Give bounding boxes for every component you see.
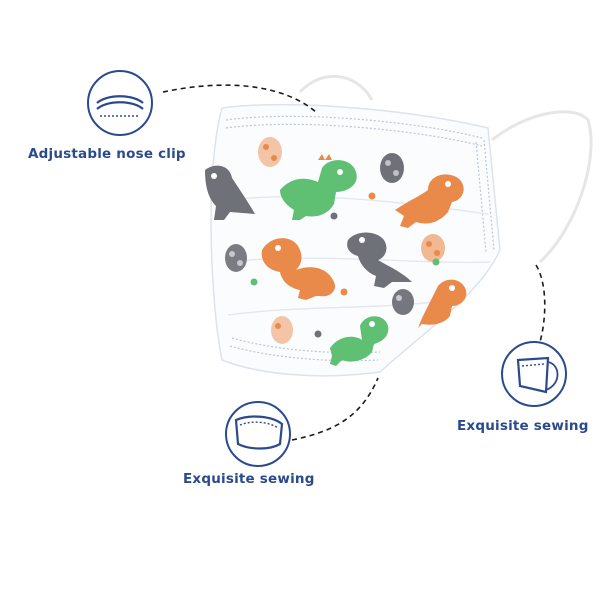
- nose-clip-label: Adjustable nose clip: [28, 146, 186, 162]
- sewing-label-right: Exquisite sewing: [457, 418, 589, 434]
- mask-outline-icon: [225, 401, 291, 467]
- green-dinosaur: [280, 154, 357, 220]
- orange-dinosaur: [261, 238, 336, 300]
- ear-loops: [298, 75, 593, 264]
- sewing-label-bottom: Exquisite sewing: [183, 471, 315, 487]
- egg-icon: [271, 316, 293, 344]
- orange-dinosaur: [418, 279, 467, 328]
- egg-icon: [225, 244, 247, 272]
- egg-icon: [380, 153, 404, 183]
- egg-icon: [421, 234, 445, 262]
- pattern-dots: [250, 192, 440, 338]
- nose-clip-icon: [87, 70, 153, 136]
- green-dinosaur: [330, 316, 389, 366]
- egg-icon: [258, 137, 282, 167]
- gray-dinosaur: [347, 232, 412, 288]
- dinosaur-pattern: [205, 137, 467, 366]
- ear-loop-icon: [501, 341, 567, 407]
- callout-leaders: [162, 84, 546, 441]
- gray-dinosaur: [205, 165, 255, 220]
- egg-icon: [392, 289, 414, 315]
- orange-dinosaur: [395, 174, 464, 228]
